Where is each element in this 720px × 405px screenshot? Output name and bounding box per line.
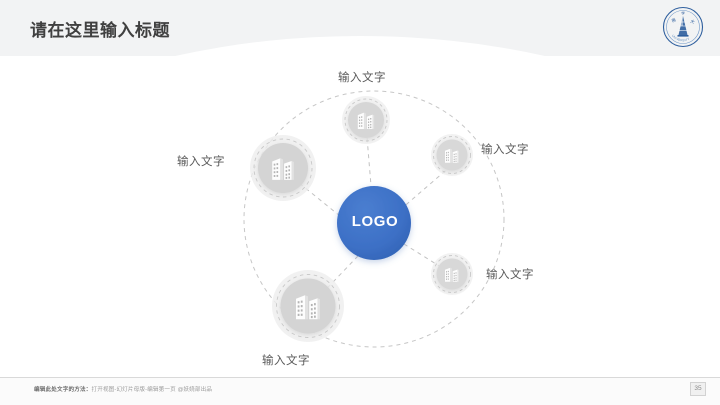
node-label-top: 输入文字 bbox=[338, 72, 386, 84]
footer-note-bold: 编辑此处文字的方法： bbox=[34, 387, 92, 393]
office-buildings-icon bbox=[445, 148, 459, 163]
office-buildings-icon bbox=[272, 158, 294, 180]
office-buildings-icon bbox=[357, 112, 375, 130]
node-label-lower-right: 输入文字 bbox=[486, 269, 534, 281]
node-label-left: 输入文字 bbox=[177, 156, 225, 168]
node-bottom bbox=[272, 270, 344, 342]
office-buildings-icon bbox=[296, 295, 320, 320]
node-top bbox=[342, 96, 390, 144]
svg-text:南: 南 bbox=[670, 16, 677, 23]
footer-note: 编辑此处文字的方法：打开视图-幻灯片母版-编辑第一页 @妖娆部出品 bbox=[34, 385, 212, 393]
footer-note-rest: 打开视图-幻灯片母版-编辑第一页 @妖娆部出品 bbox=[91, 387, 213, 393]
svg-text:学: 学 bbox=[681, 11, 685, 16]
node-left bbox=[250, 135, 316, 201]
svg-text:大: 大 bbox=[689, 18, 696, 26]
office-buildings-icon bbox=[445, 267, 459, 282]
page-title: 请在这里输入标题 bbox=[30, 21, 170, 40]
node-upper-right bbox=[431, 134, 473, 176]
page-number-badge: 35 bbox=[690, 382, 706, 396]
orbit-path bbox=[243, 90, 505, 348]
node-label-bottom: 输入文字 bbox=[262, 355, 310, 367]
footer-band bbox=[0, 378, 720, 405]
node-lower-right bbox=[431, 253, 473, 295]
node-label-upper-right: 输入文字 bbox=[481, 144, 529, 156]
spoke-lower-right bbox=[403, 243, 453, 275]
footer-divider bbox=[0, 377, 720, 378]
header-band bbox=[0, 0, 720, 56]
university-seal-logo: 南 大 学 UNIVERSITY bbox=[662, 6, 704, 48]
hub-and-spoke-diagram bbox=[0, 50, 720, 370]
center-hub bbox=[337, 186, 411, 260]
